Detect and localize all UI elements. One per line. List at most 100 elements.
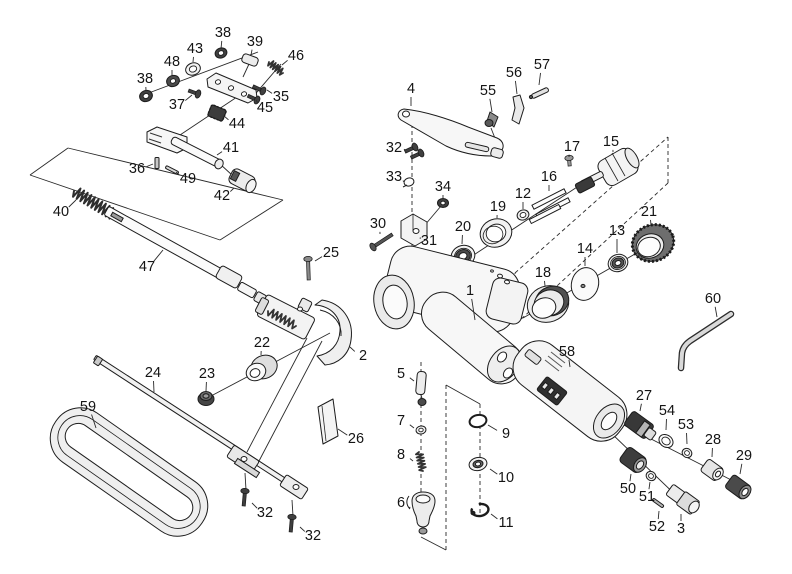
part-shape bbox=[412, 228, 420, 234]
leader-line-44 bbox=[223, 115, 229, 121]
leader-line-26 bbox=[337, 428, 348, 436]
part-label-59: 59 bbox=[80, 399, 96, 415]
part-shape bbox=[402, 110, 410, 118]
part-shape bbox=[202, 393, 210, 399]
leader-line-55 bbox=[489, 98, 493, 113]
part-label-40: 40 bbox=[53, 204, 69, 220]
part-43-bushing-bore bbox=[188, 65, 198, 73]
part-label-22: 22 bbox=[254, 335, 270, 351]
part-shape bbox=[321, 405, 327, 442]
alignment-line bbox=[291, 499, 294, 517]
part-shape bbox=[93, 355, 103, 367]
part-shape bbox=[643, 427, 657, 441]
part-label-33: 33 bbox=[386, 169, 402, 185]
part-38-bushing-bore bbox=[142, 93, 150, 99]
leader-line-36 bbox=[146, 163, 154, 168]
part-45-screw bbox=[246, 93, 261, 105]
leader-line-11 bbox=[490, 513, 498, 520]
part-label-31: 31 bbox=[421, 233, 437, 249]
part-label-49: 49 bbox=[180, 171, 196, 187]
part-36-pin bbox=[154, 157, 160, 169]
part-shape bbox=[580, 283, 586, 289]
part-2-yoke bbox=[314, 299, 352, 366]
part-shape bbox=[490, 269, 494, 273]
part-shape bbox=[552, 391, 562, 401]
part-label-37: 37 bbox=[169, 97, 185, 113]
part-shape bbox=[382, 284, 408, 320]
part-46-spring bbox=[267, 60, 284, 76]
part-shape bbox=[287, 513, 297, 533]
part-25-screw bbox=[303, 255, 313, 281]
part-shape bbox=[614, 260, 622, 266]
leader-line-7 bbox=[409, 424, 415, 429]
part-label-21: 21 bbox=[641, 204, 657, 220]
part-shape bbox=[474, 461, 482, 467]
part-32-screw-head bbox=[411, 142, 419, 152]
part-shape-head bbox=[417, 148, 425, 158]
part-label-47: 47 bbox=[139, 259, 155, 275]
part-shape bbox=[237, 281, 257, 299]
part-shape bbox=[215, 265, 243, 289]
part-52-pin bbox=[651, 498, 665, 508]
part-shape bbox=[240, 91, 248, 97]
part-shape bbox=[546, 386, 556, 396]
part-shape bbox=[635, 460, 645, 470]
part-shape bbox=[484, 119, 494, 127]
part-shape bbox=[574, 176, 596, 194]
part-label-19: 19 bbox=[490, 199, 506, 215]
part-8-spring bbox=[414, 451, 427, 472]
part-shape bbox=[254, 297, 270, 315]
part-shape bbox=[417, 398, 427, 406]
alignment-line bbox=[246, 337, 308, 453]
part-label-48: 48 bbox=[164, 54, 180, 70]
alignment-line bbox=[219, 199, 284, 241]
part-shape bbox=[497, 273, 503, 279]
part-label-38: 38 bbox=[137, 71, 153, 87]
leader-line-35 bbox=[266, 89, 273, 94]
part-25-screw-shaft bbox=[306, 260, 311, 281]
part-label-28: 28 bbox=[705, 432, 721, 448]
part-shape bbox=[229, 169, 241, 183]
part-label-26: 26 bbox=[348, 431, 364, 447]
alignment-line bbox=[445, 384, 481, 405]
alignment-dashed-line bbox=[514, 136, 669, 274]
part-label-13: 13 bbox=[609, 223, 625, 239]
part-shape bbox=[504, 279, 510, 285]
part-9-oring bbox=[468, 413, 488, 429]
part-label-52: 52 bbox=[649, 519, 665, 535]
part-35-screw-head bbox=[259, 86, 267, 96]
part-37-screw-head bbox=[194, 89, 202, 99]
part-shape bbox=[227, 85, 235, 91]
part-label-14: 14 bbox=[577, 241, 593, 257]
leader-line-58 bbox=[568, 359, 571, 368]
leader-line-59 bbox=[91, 414, 97, 429]
part-56-lever bbox=[511, 94, 525, 125]
part-shape bbox=[148, 138, 162, 144]
leader-line-52 bbox=[657, 510, 660, 520]
part-label-57: 57 bbox=[534, 57, 550, 73]
leader-line-56 bbox=[514, 80, 518, 95]
part-shape bbox=[547, 355, 563, 368]
part-12-ring-bore bbox=[519, 211, 527, 219]
part-39-pin bbox=[241, 53, 259, 67]
leader-line-32 bbox=[403, 148, 407, 151]
part-49-pin bbox=[165, 165, 179, 175]
part-shape bbox=[233, 457, 261, 479]
part-label-60: 60 bbox=[705, 291, 721, 307]
part-16-vane bbox=[531, 188, 567, 210]
part-label-39: 39 bbox=[247, 34, 263, 50]
leader-line-47 bbox=[153, 249, 164, 262]
part-label-18: 18 bbox=[535, 265, 551, 281]
part-shape-head bbox=[287, 513, 297, 521]
part-shape bbox=[502, 367, 514, 379]
part-shape bbox=[524, 349, 542, 365]
leader-line-5 bbox=[409, 377, 415, 382]
part-shape bbox=[528, 94, 534, 100]
leader-line-40 bbox=[68, 199, 77, 208]
part-shape bbox=[418, 527, 428, 535]
part-label-10: 10 bbox=[498, 470, 514, 486]
part-label-32: 32 bbox=[305, 528, 321, 544]
leader-line-33 bbox=[402, 180, 405, 183]
leader-line-10 bbox=[489, 468, 498, 475]
